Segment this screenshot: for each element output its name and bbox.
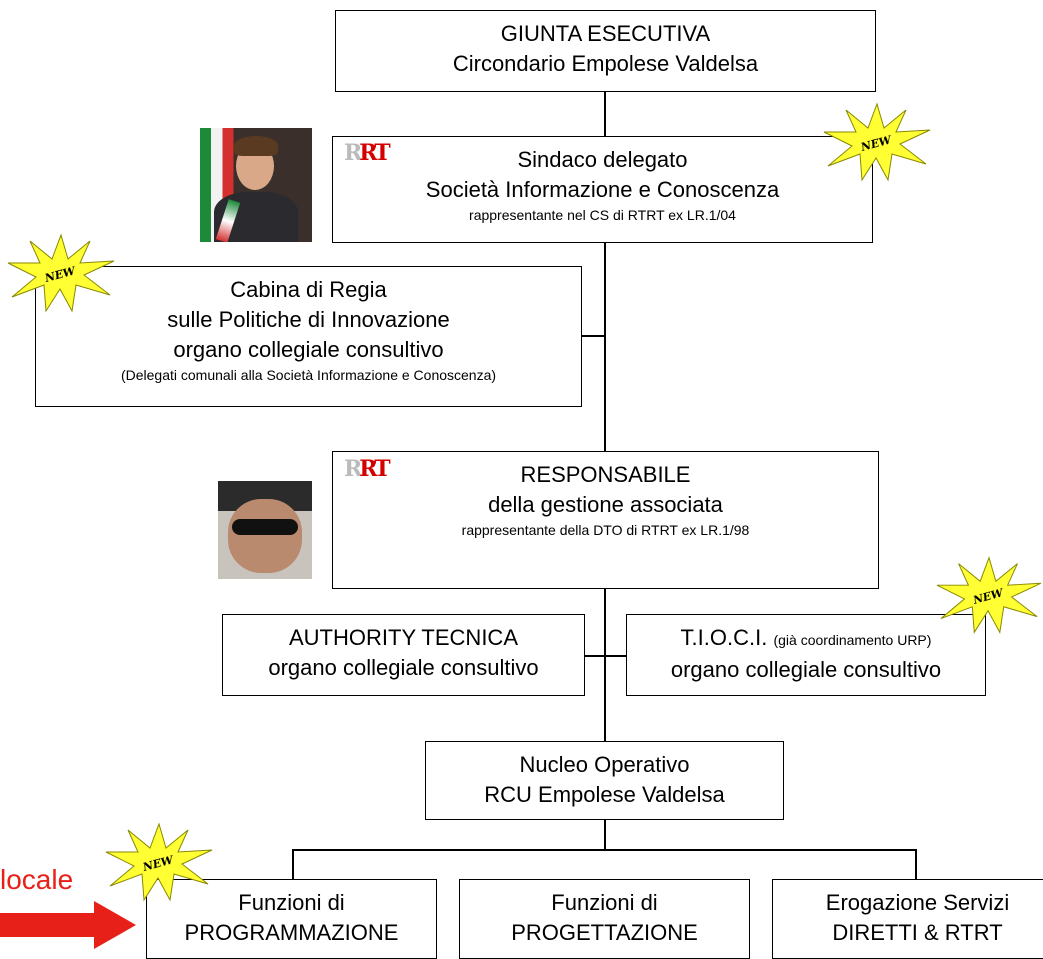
node-giunta-esecutiva: GIUNTA ESECUTIVA Circondario Empolese Va… xyxy=(335,10,876,92)
new-badge-tioci: NEW xyxy=(936,556,1042,634)
responsabile-title: RESPONSABILE xyxy=(520,462,691,487)
tioci-main: T.I.O.C.I. xyxy=(680,625,768,650)
cabina-role: organo collegiale consultivo xyxy=(173,337,444,362)
rtrt-logo-red: RT xyxy=(359,140,390,166)
connector-responsabile-nucleo xyxy=(604,589,606,741)
authority-role: organo collegiale consultivo xyxy=(268,655,539,680)
programmazione-line2: PROGRAMMAZIONE xyxy=(184,920,399,945)
starburst-shape xyxy=(936,556,1042,634)
connector-cabina xyxy=(582,335,605,337)
nucleo-subtitle: RCU Empolese Valdelsa xyxy=(484,782,725,807)
new-badge-programmazione: NEW xyxy=(105,822,213,902)
cabina-note: (Delegati comunali alla Società Informaz… xyxy=(120,367,497,383)
red-arrow-icon xyxy=(0,901,136,949)
rtrt-logo-2-gray: R xyxy=(344,456,362,482)
giunta-title: GIUNTA ESECUTIVA xyxy=(500,21,711,46)
side-label-locale: locale xyxy=(0,864,74,895)
node-responsabile: RESPONSABILE della gestione associata ra… xyxy=(332,451,879,589)
starburst-shape xyxy=(7,233,115,313)
node-erogazione-servizi: Erogazione Servizi DIRETTI & RTRT xyxy=(772,879,1043,959)
giunta-subtitle: Circondario Empolese Valdelsa xyxy=(452,51,759,76)
connector-authority-tioci xyxy=(585,655,626,657)
portrait-photo-responsabile xyxy=(218,481,312,579)
sindaco-note: rappresentante nel CS di RTRT ex LR.1/04 xyxy=(469,207,736,223)
connector-branch-right xyxy=(915,849,917,879)
rtrt-logo-2: RRT xyxy=(344,456,391,482)
connector-nucleo-branches xyxy=(604,820,606,850)
progettazione-line2: PROGETTAZIONE xyxy=(511,920,698,945)
rtrt-logo-2-red: RT xyxy=(359,456,390,482)
connector-sindaco-responsabile xyxy=(604,243,606,451)
connector-branch-left xyxy=(292,849,294,879)
new-badge-sindaco: NEW xyxy=(823,102,931,182)
portrait2-face xyxy=(228,499,302,573)
portrait-photo-sindaco xyxy=(200,128,312,242)
node-sindaco-delegato: Sindaco delegato Società Informazione e … xyxy=(332,136,873,243)
portrait-hair xyxy=(234,136,278,156)
portrait2-sunglasses xyxy=(232,519,298,535)
connector-giunta-sindaco xyxy=(604,92,606,136)
node-authority-tecnica: AUTHORITY TECNICA organo collegiale cons… xyxy=(222,614,585,696)
tioci-title: T.I.O.C.I. (già coordinamento URP) xyxy=(627,623,985,655)
tioci-note: (già coordinamento URP) xyxy=(773,632,932,648)
nucleo-title: Nucleo Operativo xyxy=(519,752,690,777)
authority-title: AUTHORITY TECNICA xyxy=(289,625,518,650)
connector-horizontal-branches xyxy=(292,849,917,851)
node-nucleo-operativo: Nucleo Operativo RCU Empolese Valdelsa xyxy=(425,741,784,820)
sindaco-subtitle: Società Informazione e Conoscenza xyxy=(425,177,780,202)
rtrt-logo: RRT xyxy=(344,140,391,166)
erogazione-line2: DIRETTI & RTRT xyxy=(832,920,1003,945)
rtrt-logo-gray: R xyxy=(344,140,362,166)
node-programmazione: Funzioni di PROGRAMMAZIONE xyxy=(146,879,437,959)
arrow-shape xyxy=(0,901,136,949)
starburst-shape xyxy=(823,102,931,182)
node-tioci: T.I.O.C.I. (già coordinamento URP) organ… xyxy=(626,614,986,696)
node-cabina-di-regia: Cabina di Regia sulle Politiche di Innov… xyxy=(35,266,582,407)
responsabile-note: rappresentante della DTO di RTRT ex LR.1… xyxy=(461,522,750,538)
cabina-subtitle: sulle Politiche di Innovazione xyxy=(167,307,450,332)
progettazione-line1: Funzioni di xyxy=(551,890,658,915)
erogazione-line1: Erogazione Servizi xyxy=(825,890,1010,915)
cabina-title: Cabina di Regia xyxy=(230,277,387,302)
tioci-role: organo collegiale consultivo xyxy=(670,657,942,682)
new-badge-cabina: NEW xyxy=(7,233,115,313)
responsabile-subtitle: della gestione associata xyxy=(488,492,723,517)
starburst-shape xyxy=(105,822,213,902)
programmazione-line1: Funzioni di xyxy=(238,890,345,915)
sindaco-title: Sindaco delegato xyxy=(517,147,688,172)
node-progettazione: Funzioni di PROGETTAZIONE xyxy=(459,879,750,959)
